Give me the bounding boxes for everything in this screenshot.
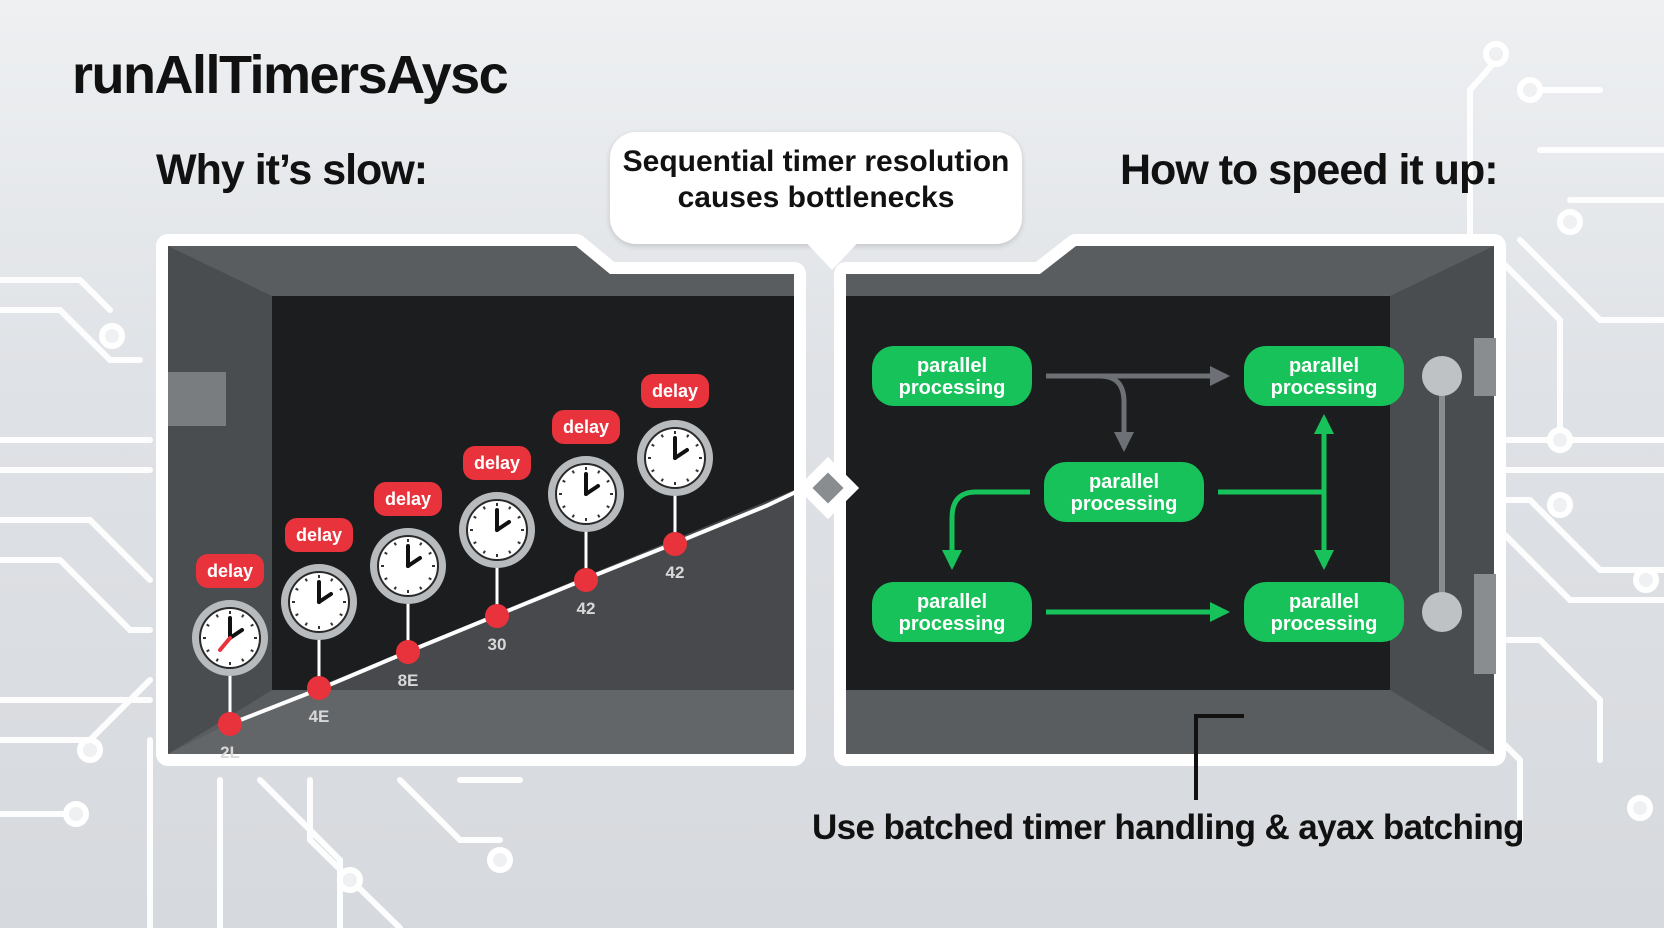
delay-badge: delay [374,482,442,516]
page-title: runAllTimersAysc [72,45,509,105]
step-dot [307,676,331,700]
callout-text: Sequential timer resolution causes bottl… [610,144,1022,216]
node-label-line-2: processing [899,613,1006,635]
node-label-line-1: parallel [1289,355,1359,377]
delay-trend-line [229,488,801,726]
delay-step: delay 4E [281,518,357,726]
step-value: 4E [309,707,330,726]
step-value: 8E [398,671,419,690]
callout-bubble: Sequential timer resolution causes bottl… [610,132,1022,244]
delay-badge-label: delay [207,561,253,581]
delay-badge: delay [196,554,264,588]
node-label-line-1: parallel [1289,591,1359,613]
step-dot [396,640,420,664]
left-heading: Why it’s slow: [156,146,428,194]
clock-icon [637,420,713,496]
node-label-line-1: parallel [917,355,987,377]
step-value: 42 [666,563,685,582]
step-dot [218,712,242,736]
step-dot [485,604,509,628]
panel-connector [796,456,860,520]
delay-step: delay 42 [637,374,713,582]
arrow-top-merge [1099,373,1134,452]
delay-badge: delay [285,518,353,552]
step-value: 30 [488,635,507,654]
clock-icon [192,600,268,676]
node-label-line-1: parallel [917,591,987,613]
node-label-line-2: processing [1271,613,1378,635]
node-label-line-2: processing [1271,377,1378,399]
delay-step: delay 2L [192,554,268,762]
arrow-center-to-bottom-left [942,489,1030,570]
delay-badge: delay [641,374,709,408]
footer-caption: Use batched timer handling & ayax batchi… [812,808,1525,847]
clock-icon [370,528,446,604]
delay-badge: delay [463,446,531,480]
delay-step: delay 30 [459,446,535,654]
footer-bracket [1194,714,1244,800]
delay-badge: delay [552,410,620,444]
callout-line-2: causes bottlenecks [677,181,955,214]
delay-badge-label: delay [652,381,698,401]
delay-step: delay 8E [370,482,446,690]
step-dot [574,568,598,592]
delay-badge-label: delay [474,453,520,473]
callout-line-1: Sequential timer resolution [622,145,1010,178]
delay-badge-label: delay [385,489,431,509]
node-label-line-1: parallel [1089,471,1159,493]
delay-badge-label: delay [563,417,609,437]
node-label-line-2: processing [899,377,1006,399]
step-value: 2L [220,743,240,762]
step-dot [663,532,687,556]
clock-icon [548,456,624,532]
callout-tail [800,236,864,270]
node-label-line-2: processing [1071,493,1178,515]
right-heading: How to speed it up: [1120,146,1499,194]
step-value: 42 [577,599,596,618]
delay-badge-label: delay [296,525,342,545]
delay-step: delay 42 [548,410,624,618]
clock-icon [459,492,535,568]
clock-icon [281,564,357,640]
